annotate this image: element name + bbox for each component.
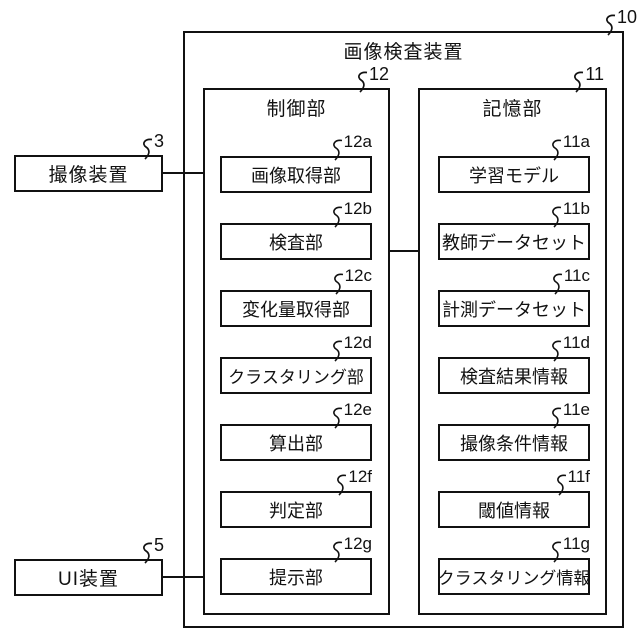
- leader-line: [574, 71, 584, 93]
- block-label: クラスタリング部: [228, 368, 364, 387]
- block-inspection-result-info: 検査結果情報: [438, 357, 590, 394]
- imaging-device-label: 撮像装置: [48, 165, 129, 186]
- block-label: 画像取得部: [251, 165, 341, 186]
- leader-line: [358, 71, 368, 93]
- ref-label-12d: 12d: [331, 333, 372, 362]
- leader-line: [552, 273, 562, 295]
- leader-line: [606, 14, 616, 36]
- imaging-device-box: 撮像装置: [14, 155, 163, 192]
- ref-label-11c: 11c: [551, 266, 590, 295]
- ref-label-11e: 11e: [550, 400, 590, 429]
- leader-line: [552, 139, 561, 161]
- ref-label-5: 5: [141, 535, 164, 564]
- ref-label-11: 11: [572, 64, 604, 93]
- connector-imaging-to-control: [163, 172, 203, 174]
- ref-number: 11c: [563, 266, 590, 285]
- ref-label-12c: 12c: [332, 266, 372, 295]
- block-label: 撮像条件情報: [460, 433, 568, 454]
- ref-number: 11a: [562, 132, 590, 151]
- block-image-acquisition: 画像取得部: [220, 156, 372, 193]
- leader-line: [332, 206, 342, 228]
- ref-number: 3: [153, 131, 164, 151]
- block-calculation: 算出部: [220, 424, 372, 461]
- block-clustering: クラスタリング部: [220, 357, 372, 394]
- leader-line: [333, 273, 343, 295]
- ref-number: 10: [616, 7, 637, 27]
- ref-number: 11f: [567, 467, 590, 486]
- block-presentation: 提示部: [220, 558, 372, 595]
- ref-label-12e: 12e: [331, 400, 372, 429]
- ref-number: 12c: [344, 266, 372, 285]
- ref-number: 12: [368, 64, 389, 84]
- ref-number: 12b: [343, 199, 372, 218]
- leader-line: [556, 474, 566, 496]
- ref-label-12b: 12b: [331, 199, 372, 228]
- ref-number: 11b: [562, 199, 590, 218]
- ref-label-11d: 11d: [550, 333, 590, 362]
- ref-number: 12a: [343, 132, 372, 151]
- ref-number: 11d: [562, 333, 590, 352]
- ref-label-11g: 11g: [550, 534, 590, 563]
- block-label: 教師データセット: [442, 232, 586, 253]
- leader-line: [332, 407, 342, 429]
- block-learning-model: 学習モデル: [438, 156, 590, 193]
- ref-label-11f: 11f: [555, 467, 590, 496]
- block-label: 計測データセット: [442, 299, 586, 320]
- leader-line: [552, 340, 561, 362]
- block-clustering-info: クラスタリング情報: [438, 558, 590, 595]
- ui-device-label: UI装置: [57, 569, 119, 590]
- ref-number: 12f: [348, 467, 372, 486]
- storage-unit-title: 記憶部: [482, 99, 543, 120]
- block-label: クラスタリング情報: [437, 569, 591, 588]
- block-label: 検査結果情報: [460, 366, 568, 387]
- ui-device-box: UI装置: [14, 559, 163, 596]
- ref-label-12f: 12f: [335, 467, 372, 496]
- ref-label-10: 10: [604, 7, 637, 36]
- leader-line: [143, 138, 153, 160]
- block-teacher-dataset: 教師データセット: [438, 223, 590, 260]
- ref-number: 12e: [343, 400, 372, 419]
- leader-line: [332, 340, 342, 362]
- leader-line: [552, 206, 561, 228]
- ref-number: 12d: [343, 333, 372, 352]
- ref-number: 11g: [562, 534, 590, 553]
- block-measurement-dataset: 計測データセット: [438, 290, 590, 327]
- leader-line: [143, 542, 153, 564]
- ref-label-11a: 11a: [550, 132, 590, 161]
- control-unit-title: 制御部: [266, 99, 327, 120]
- ref-label-12g: 12g: [331, 534, 372, 563]
- leader-line: [337, 474, 347, 496]
- ref-label-11b: 11b: [550, 199, 590, 228]
- ref-label-12: 12: [356, 64, 389, 93]
- leader-line: [552, 541, 561, 563]
- block-label: 算出部: [269, 433, 323, 454]
- block-label: 閾値情報: [478, 500, 550, 521]
- image-inspection-device-title: 画像検査装置: [343, 42, 464, 63]
- connector-ui-to-control: [163, 576, 203, 578]
- ref-label-12a: 12a: [331, 132, 372, 161]
- block-label: 提示部: [269, 567, 323, 588]
- block-label: 学習モデル: [469, 165, 559, 186]
- block-threshold-info: 閾値情報: [438, 491, 590, 528]
- leader-line: [332, 139, 342, 161]
- ref-number: 5: [153, 535, 164, 555]
- block-label: 変化量取得部: [242, 299, 350, 320]
- block-change-amount-acquisition: 変化量取得部: [220, 290, 372, 327]
- ref-number: 11e: [562, 400, 590, 419]
- block-label: 判定部: [269, 500, 323, 521]
- ref-label-3: 3: [141, 131, 164, 160]
- ref-number: 12g: [343, 534, 372, 553]
- block-inspection: 検査部: [220, 223, 372, 260]
- leader-line: [332, 541, 342, 563]
- block-imaging-condition-info: 撮像条件情報: [438, 424, 590, 461]
- leader-line: [552, 407, 561, 429]
- ref-number: 11: [585, 64, 604, 84]
- connector-control-to-storage: [390, 250, 418, 252]
- block-judgment: 判定部: [220, 491, 372, 528]
- block-label: 検査部: [269, 232, 323, 253]
